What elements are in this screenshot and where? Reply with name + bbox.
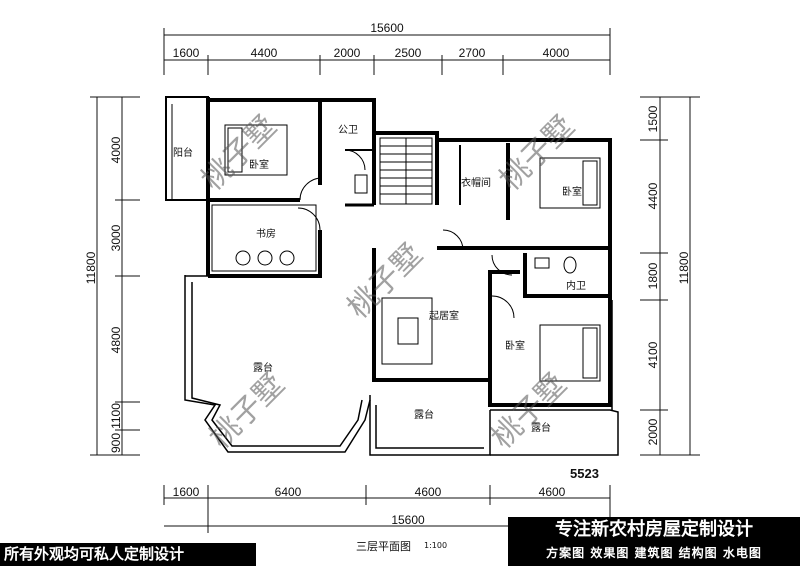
banner-right: 专注新农村房屋定制设计 方案图 效果图 建筑图 结构图 水电图 xyxy=(508,517,800,566)
left-dimensions xyxy=(90,96,140,456)
room-label-balcony: 阳台 xyxy=(173,146,193,159)
left-dimension-1: 4000 xyxy=(109,136,123,163)
room-label-terrace-se: 露台 xyxy=(531,421,551,434)
plan-number: 5523 xyxy=(570,466,599,481)
watermark-3: 桃子墅 xyxy=(341,237,429,325)
room-label-terrace-w: 露台 xyxy=(253,361,273,374)
top-dimension-4: 2500 xyxy=(395,46,422,60)
bottom-total-dimension: 15600 xyxy=(391,513,425,527)
top-dimensions xyxy=(163,28,611,75)
room-label-bedroom-nw: 卧室 xyxy=(249,158,269,171)
left-total-dimension: 11800 xyxy=(84,251,98,284)
top-dimension-1: 1600 xyxy=(173,46,200,60)
top-dimension-2: 4400 xyxy=(251,46,278,60)
inner-lines xyxy=(211,124,601,382)
right-dimension-3: 1800 xyxy=(646,262,660,289)
banner-right-line1: 专注新农村房屋定制设计 xyxy=(555,519,753,540)
bottom-dimension-2: 6400 xyxy=(275,485,302,499)
drawing-scale: 1:100 xyxy=(424,541,448,550)
top-total-dimension: 15600 xyxy=(370,21,404,35)
drawing-title: 三层平面图 xyxy=(356,540,411,553)
room-label-bedroom-ne: 卧室 xyxy=(562,185,582,198)
right-dimensions xyxy=(640,96,700,456)
right-total-dimension: 11800 xyxy=(677,251,691,284)
left-dimension-2: 3000 xyxy=(109,224,123,251)
banner-left: 所有外观均可私人定制设计 xyxy=(0,543,256,566)
watermark-5: 桃子墅 xyxy=(485,367,573,455)
top-dimension-3: 2000 xyxy=(334,46,361,60)
room-label-inner-wc: 内卫 xyxy=(566,279,586,292)
right-dimension-5: 2000 xyxy=(646,418,660,445)
left-dimension-5: 900 xyxy=(109,433,123,453)
right-dimension-4: 4100 xyxy=(646,341,660,368)
room-label-living: 起居室 xyxy=(429,309,459,322)
left-dimension-4: 1100 xyxy=(109,403,123,429)
right-dimension-2: 4400 xyxy=(646,182,660,209)
room-label-study: 书房 xyxy=(256,227,276,240)
bottom-dimension-1: 1600 xyxy=(173,485,200,499)
top-dimension-6: 4000 xyxy=(543,46,570,60)
walls xyxy=(165,96,612,407)
left-dimension-3: 4800 xyxy=(109,326,123,353)
room-label-terrace-s: 露台 xyxy=(414,408,434,421)
banner-right-line2: 方案图 效果图 建筑图 结构图 水电图 xyxy=(546,546,762,560)
right-dimension-1: 1500 xyxy=(646,105,660,132)
bottom-dimension-4: 4600 xyxy=(539,485,566,499)
room-label-closet: 衣帽间 xyxy=(461,176,491,189)
terraces xyxy=(184,275,619,456)
room-label-public-wc: 公卫 xyxy=(338,125,358,136)
bottom-dimension-3: 4600 xyxy=(415,485,442,499)
room-label-bedroom-e: 卧室 xyxy=(505,339,525,352)
top-dimension-5: 2700 xyxy=(459,46,486,60)
